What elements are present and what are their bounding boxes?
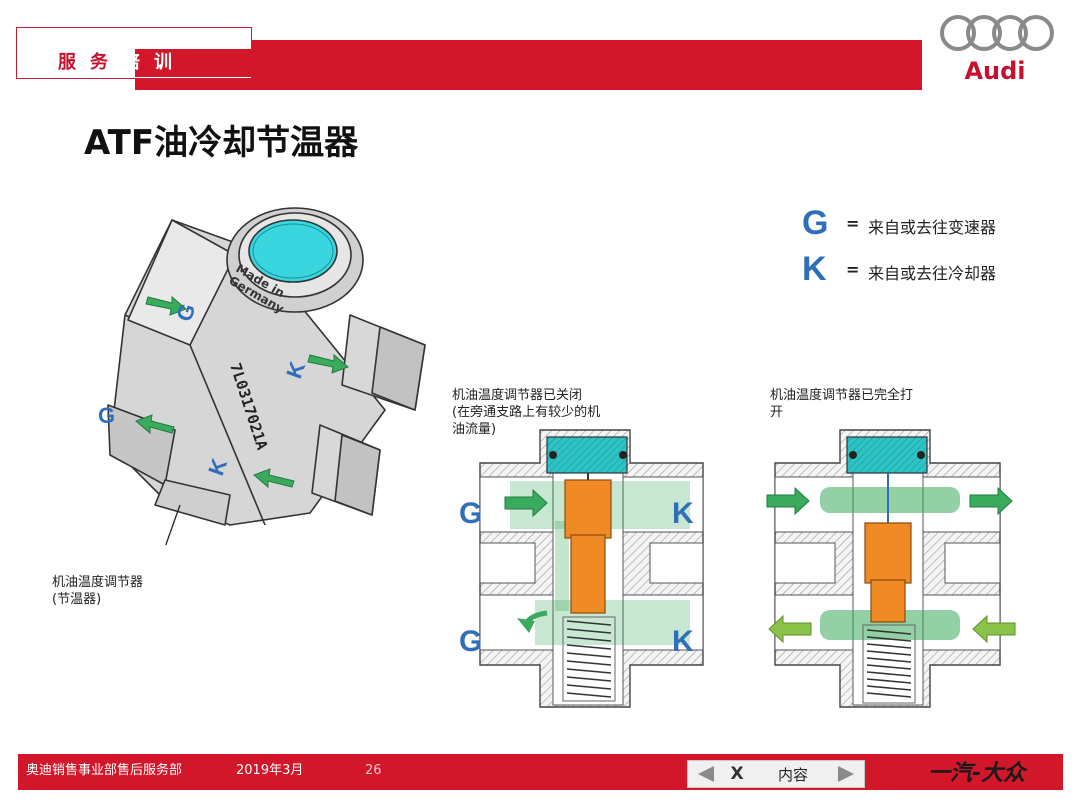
- closed-label-k-bottom: K: [672, 625, 694, 658]
- section-open-diagram: [766, 429, 1016, 708]
- footer-page-number: 26: [365, 763, 382, 778]
- legend-item-k: K = 来自或去往冷却器: [802, 250, 1032, 290]
- footer-navigation: X 内容: [687, 760, 865, 788]
- thermostat-housing-drawing: G G K K Made in Germany 7L0317021A: [98, 207, 426, 545]
- footer-department: 奥迪销售事业部售后服务部: [26, 763, 183, 778]
- legend-item-g: G = 来自或去往变速器: [802, 204, 1032, 244]
- closed-label-g-bottom: G: [459, 625, 482, 658]
- header-section-label: 服务培训: [58, 50, 186, 76]
- triangle-right-icon: [838, 766, 854, 782]
- legend-letter: G: [802, 204, 829, 242]
- caption-line: 机油温度调节器已关闭: [452, 388, 583, 403]
- closed-label-k-top: K: [672, 497, 694, 530]
- header-label-dark: 服务: [58, 52, 122, 73]
- page-title: ATF油冷却节温器: [84, 123, 359, 163]
- caption-line: 机油温度调节器已完全打: [770, 388, 914, 403]
- legend-letter: K: [802, 250, 827, 288]
- nav-next-button[interactable]: [832, 761, 860, 787]
- nav-close-button[interactable]: X: [730, 764, 744, 784]
- footer-date: 2019年3月: [236, 763, 304, 778]
- section-closed-diagram: G K G K: [459, 429, 704, 708]
- caption-line: 开: [770, 405, 784, 420]
- callout-line: 机油温度调节器: [52, 575, 144, 590]
- closed-label-g-top: G: [459, 497, 482, 530]
- legend-equals: =: [846, 214, 860, 233]
- port-label-g-left: G: [98, 403, 115, 428]
- legend-equals: =: [846, 260, 860, 279]
- caption-line: (在旁通支路上有较少的机: [452, 405, 601, 420]
- closed-state-caption: 机油温度调节器已关闭 (在旁通支路上有较少的机 油流量): [452, 387, 682, 438]
- legend-text: 来自或去往变速器: [868, 218, 997, 237]
- footer-brand-logo: 一汽-大众: [928, 761, 1026, 786]
- footer-bar: [18, 754, 1063, 790]
- audi-logo-text: Audi: [964, 57, 1026, 85]
- header-label-light: 培训: [122, 52, 186, 73]
- open-state-caption: 机油温度调节器已完全打 开: [770, 387, 960, 421]
- triangle-left-icon: [698, 766, 714, 782]
- nav-contents-button[interactable]: 内容: [777, 765, 808, 784]
- nav-previous-button[interactable]: [692, 761, 720, 787]
- caption-line: 油流量): [452, 422, 497, 437]
- legend-text: 来自或去往冷却器: [868, 264, 997, 283]
- header-section-accent: [135, 49, 251, 77]
- callout-line: (节温器): [52, 592, 102, 607]
- audi-rings-logo: [940, 15, 1054, 51]
- header-bar: [135, 40, 922, 90]
- thermostat-callout: 机油温度调节器 (节温器): [52, 574, 143, 608]
